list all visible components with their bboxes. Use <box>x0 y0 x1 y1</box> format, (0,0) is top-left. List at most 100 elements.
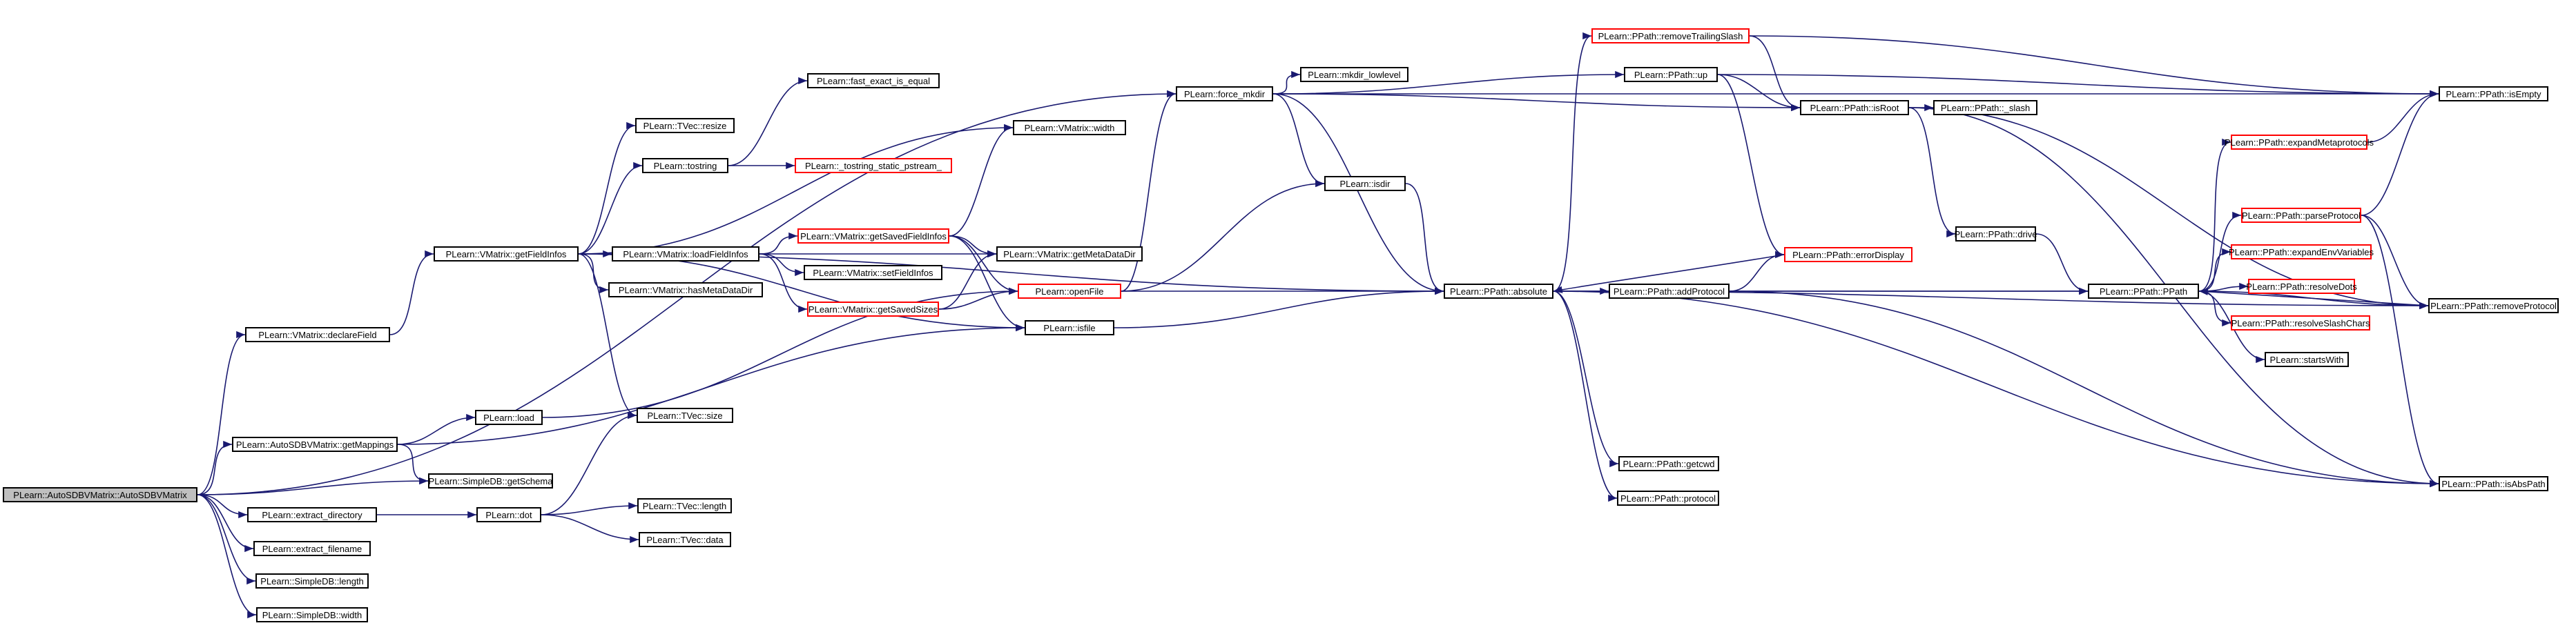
call-edge-n9-to-n25 <box>542 287 1018 418</box>
call-edge-n30-to-n49 <box>1553 290 2439 488</box>
call-edge-n42-to-n47 <box>2361 90 2439 216</box>
call-edge-n0-to-n5 <box>197 494 254 553</box>
graph-node-plearn-extract-filename[interactable]: PLearn::extract_filename <box>253 541 371 556</box>
call-edge-n20-to-n26 <box>949 235 1025 332</box>
call-edge-n27-to-n30 <box>1272 93 1444 295</box>
call-edge-n32-to-n35 <box>1717 74 1785 259</box>
call-edge-n36-to-n35 <box>1729 250 1785 292</box>
graph-node-plearn-ppath-drive[interactable]: PLearn::PPath::drive <box>1955 226 2037 241</box>
call-edge-n48-to-n40 <box>2198 288 2429 306</box>
call-edge-n42-to-n48 <box>2361 215 2429 310</box>
call-edge-n40-to-n43 <box>2198 248 2231 292</box>
graph-node-plearn-ppath-up[interactable]: PLearn::PPath::up <box>1624 67 1718 82</box>
graph-node-plearn-fast-exact-is-equal[interactable]: PLearn::fast_exact_is_equal <box>807 73 940 88</box>
graph-node-plearn-vmatrix-hasmetadatadir[interactable]: PLearn::VMatrix::hasMetaDataDir <box>608 282 763 297</box>
call-edge-n12-to-n18 <box>728 77 808 166</box>
graph-node-plearn-ppath-errordisplay[interactable]: PLearn::PPath::errorDisplay <box>1784 247 1912 262</box>
call-edge-n22-to-n24 <box>938 250 997 310</box>
graph-node-plearn-load[interactable]: PLearn::load <box>475 410 543 425</box>
call-edge-n30-to-n39 <box>1553 290 1618 502</box>
call-edge-n37-to-n40 <box>2035 233 2089 295</box>
call-edge-n0-to-n1 <box>197 331 246 495</box>
graph-node-plearn-simpledb-getschema[interactable]: PLearn::SimpleDB::getSchema <box>428 473 553 489</box>
graph-node-plearn-vmatrix-width[interactable]: PLearn::VMatrix::width <box>1013 120 1126 135</box>
call-edge-n8-to-n12 <box>578 161 643 255</box>
call-edge-n25-to-n29 <box>1121 179 1325 292</box>
call-edge-n2-to-n3 <box>397 444 429 485</box>
graph-node-plearn-ppath-getcwd[interactable]: PLearn::PPath::getcwd <box>1618 456 1719 471</box>
graph-node-plearn-autosdbvmatrix-autosdbvmatrix: PLearn::AutoSDBVMatrix::AutoSDBVMatrix <box>3 487 197 502</box>
graph-node-plearn-tvec-data[interactable]: PLearn::TVec::data <box>639 532 731 547</box>
call-edge-n13-to-n20 <box>759 232 798 255</box>
call-edge-n33-to-n37 <box>1908 107 1956 238</box>
call-edge-n20-to-n23 <box>949 124 1014 237</box>
graph-node-plearn-ppath-ppath[interactable]: PLearn::PPath::PPath <box>2088 284 2199 299</box>
call-edge-n20-to-n25 <box>949 235 1018 295</box>
graph-node-plearn-vmatrix-getmetadatadir[interactable]: PLearn::VMatrix::getMetaDataDir <box>996 246 1143 262</box>
graph-node-plearn-vmatrix-declarefield[interactable]: PLearn::VMatrix::declareField <box>245 327 390 342</box>
call-edge-n0-to-n7 <box>197 494 257 619</box>
call-edge-n10-to-n17 <box>541 514 639 544</box>
call-edge-n30-to-n38 <box>1553 290 1619 468</box>
graph-node-plearn-tvec-size[interactable]: PLearn::TVec::size <box>637 408 733 423</box>
graph-node-plearn-ppath-protocol[interactable]: PLearn::PPath::protocol <box>1617 491 1719 506</box>
graph-node-plearn-vmatrix-loadfieldinfos[interactable]: PLearn::VMatrix::loadFieldInfos <box>612 246 759 262</box>
call-edge-n30-to-n31 <box>1553 32 1592 292</box>
graph-node-plearn-ppath-resolvedots[interactable]: PLearn::PPath::resolveDots <box>2246 279 2357 294</box>
call-edge-n35-to-n30 <box>1553 254 1785 293</box>
call-edge-n0-to-n3 <box>197 477 429 495</box>
graph-node-plearn-simpledb-length[interactable]: PLearn::SimpleDB::length <box>255 573 369 589</box>
graph-node-plearn-ppath-resolveslashchars[interactable]: PLearn::PPath::resolveSlashChars <box>2231 315 2370 331</box>
graph-node-plearn-ppath-parseprotocol[interactable]: PLearn::PPath::parseProtocol <box>2241 208 2361 223</box>
graph-node-plearn-extract-directory[interactable]: PLearn::extract_directory <box>247 507 377 522</box>
call-edge-n31-to-n33 <box>1749 35 1801 112</box>
call-edge-n8-to-n15 <box>578 253 637 420</box>
call-edge-n42-to-n49 <box>2361 215 2439 488</box>
graph-node-plearn-dot[interactable]: PLearn::dot <box>476 507 541 522</box>
call-edge-n27-to-n32 <box>1272 70 1625 95</box>
graph-node-plearn-ppath-addprotocol[interactable]: PLearn::PPath::addProtocol <box>1609 284 1730 299</box>
call-edge-n0-to-n6 <box>197 494 256 585</box>
graph-node-plearn-ppath-expandenvvariables[interactable]: PLearn::PPath::expandEnvVariables <box>2229 244 2374 259</box>
graph-node-plearn-simpledb-width[interactable]: PLearn::SimpleDB::width <box>256 607 368 622</box>
graph-node-plearn-ppath-isempty[interactable]: PLearn::PPath::isEmpty <box>2439 86 2548 101</box>
graph-node-plearn-isfile[interactable]: PLearn::isfile <box>1025 320 1114 335</box>
graph-node-plearn-tvec-resize[interactable]: PLearn::TVec::resize <box>635 118 735 133</box>
graph-node-plearn-tostring[interactable]: PLearn::tostring <box>642 158 728 173</box>
call-edge-n10-to-n15 <box>541 411 637 515</box>
graph-node-plearn-force-mkdir[interactable]: PLearn::force_mkdir <box>1176 86 1273 101</box>
graph-node-plearn-ppath-removeprotocol[interactable]: PLearn::PPath::removeProtocol <box>2428 298 2559 313</box>
call-edge-n41-to-n47 <box>2367 90 2439 143</box>
graph-node-plearn-tvec-length[interactable]: PLearn::TVec::length <box>637 498 732 513</box>
call-edge-n32-to-n47 <box>1717 74 2439 98</box>
graph-node-plearn-ppath-removetrailingslash[interactable]: PLearn::PPath::removeTrailingSlash <box>1591 28 1750 43</box>
graph-node-plearn-startswith[interactable]: PLearn::startsWith <box>2265 352 2349 367</box>
graph-node-plearn-autosdbvmatrix-getmappings[interactable]: PLearn::AutoSDBVMatrix::getMappings <box>232 437 398 452</box>
graph-node-plearn-vmatrix-getsavedsizes[interactable]: PLearn::VMatrix::getSavedSizes <box>807 302 939 317</box>
graph-node-plearn-openfile[interactable]: PLearn::openFile <box>1018 284 1121 299</box>
call-edge-n13-to-n22 <box>759 253 808 313</box>
call-edge-n40-to-n41 <box>2198 138 2231 292</box>
graph-node-plearn-ppath-isroot[interactable]: PLearn::PPath::isRoot <box>1800 100 1909 115</box>
graph-node-plearn-ppath-isabspath[interactable]: PLearn::PPath::isAbsPath <box>2439 476 2548 491</box>
call-edge-n26-to-n30 <box>1114 287 1444 328</box>
call-edge-n20-to-n24 <box>949 235 997 258</box>
call-edge-n13-to-n21 <box>759 253 804 277</box>
graph-node-plearn-ppath-slash[interactable]: PLearn::PPath::_slash <box>1933 100 2037 115</box>
graph-node-plearn-vmatrix-getfieldinfos[interactable]: PLearn::VMatrix::getFieldInfos <box>434 246 579 262</box>
call-edge-n40-to-n45 <box>2198 290 2231 327</box>
graph-node-plearn-isdir[interactable]: PLearn::isdir <box>1324 176 1406 191</box>
graph-node-plearn-mkdir-lowlevel[interactable]: PLearn::mkdir_lowlevel <box>1300 67 1408 82</box>
graph-node-plearn-ppath-absolute[interactable]: PLearn::PPath::absolute <box>1444 284 1553 299</box>
call-edge-n27-to-n33 <box>1272 93 1801 112</box>
graph-node-plearn-ppath-expandmetaprotocols[interactable]: PLearn::PPath::expandMetaprotocols <box>2225 135 2374 150</box>
call-edge-n2-to-n9 <box>397 413 476 445</box>
call-edge-n25-to-n27 <box>1121 90 1176 292</box>
graph-node-plearn-vmatrix-setfieldinfos[interactable]: PLearn::VMatrix::setFieldInfos <box>804 265 942 280</box>
call-edge-n10-to-n16 <box>541 502 638 515</box>
call-edge-n27-to-n29 <box>1272 93 1325 188</box>
graph-node-plearn-tostring-static-pstream[interactable]: PLearn::_tostring_static_pstream_ <box>795 158 952 173</box>
graph-node-plearn-vmatrix-getsavedfieldinfos[interactable]: PLearn::VMatrix::getSavedFieldInfos <box>797 228 949 244</box>
